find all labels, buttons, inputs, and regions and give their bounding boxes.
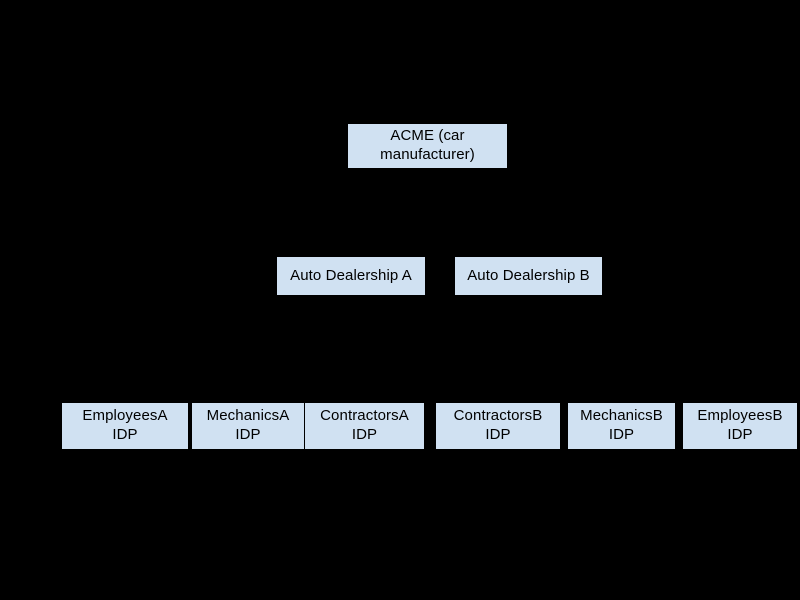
node-employees-b-idp[interactable]: EmployeesB IDP — [683, 403, 797, 449]
edge-acme-to-dealer-a — [350, 168, 428, 257]
edge-dealer-a-to-contractors-a — [350, 295, 365, 403]
node-contractors-a-idp[interactable]: ContractorsA IDP — [305, 403, 424, 449]
node-employees-a-idp[interactable]: EmployeesA IDP — [62, 403, 188, 449]
edge-dealer-b-to-mechanics-b — [527, 295, 622, 403]
node-auto-dealership-a[interactable]: Auto Dealership A — [277, 257, 425, 295]
edge-acme-to-dealer-b — [426, 168, 529, 257]
node-auto-dealership-b[interactable]: Auto Dealership B — [455, 257, 602, 295]
edge-dealer-b-to-contractors-b — [497, 295, 529, 403]
node-acme[interactable]: ACME (car manufacturer) — [348, 124, 507, 168]
edge-dealer-a-to-mechanics-a — [247, 295, 352, 403]
node-contractors-b-idp[interactable]: ContractorsB IDP — [436, 403, 560, 449]
edge-dealer-a-to-employees-a — [124, 295, 352, 403]
node-mechanics-a-idp[interactable]: MechanicsA IDP — [192, 403, 304, 449]
node-mechanics-b-idp[interactable]: MechanicsB IDP — [568, 403, 675, 449]
edge-dealer-b-to-employees-b — [527, 295, 741, 403]
